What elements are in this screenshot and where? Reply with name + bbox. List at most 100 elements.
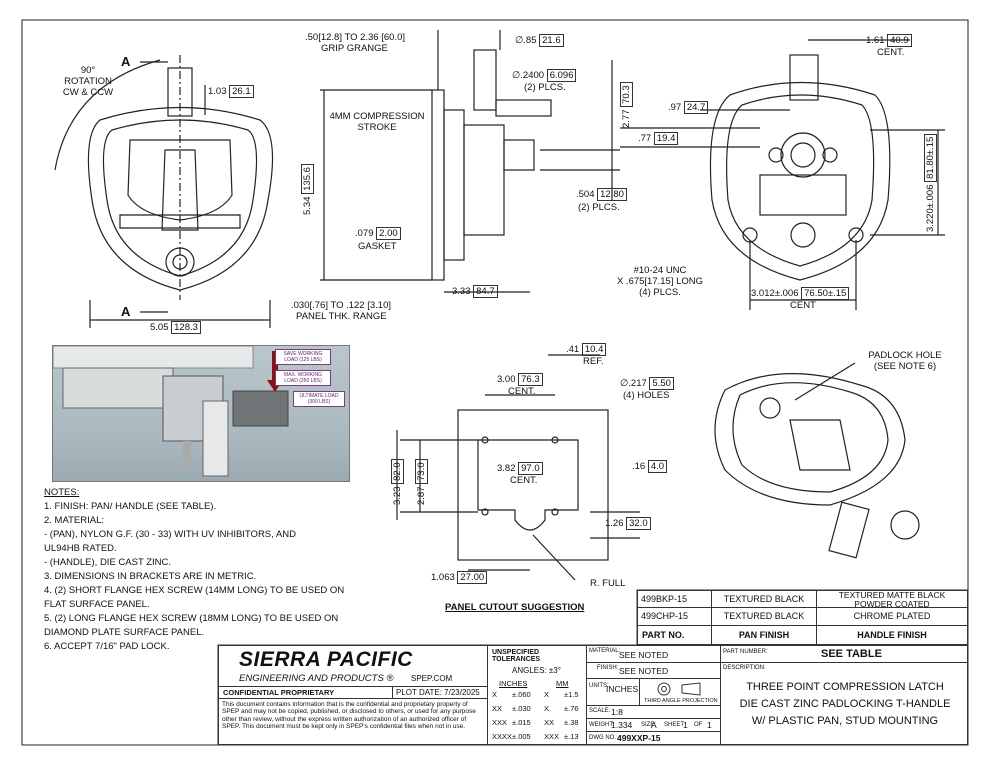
padlock-line: PADLOCK HOLE (868, 350, 942, 361)
tol-row: X (544, 704, 550, 713)
dim-metric: 21.6 (539, 34, 564, 47)
photo-tag: MAX. WORKING LOAD (250 LBS) (275, 370, 331, 386)
company-sub-text: ENGINEERING AND PRODUCTS (239, 673, 384, 684)
padlock-line: (SEE NOTE 6) (873, 361, 937, 372)
tol-row: ±1.5 (564, 690, 579, 699)
dim-metric: 76.50±.15 (801, 287, 850, 300)
dim-77: .77 19.4 (638, 132, 679, 145)
dim-value: .41 (566, 344, 580, 355)
dim-metric: 10.4 (581, 343, 607, 356)
part-number-value: SEE TABLE (821, 648, 882, 660)
dim-metric: 76.3 (518, 373, 543, 386)
thread-note: #10-24 UNC X .675[17.15] LONG (4) PLCS. (610, 265, 710, 298)
weight-label: WEIGHT: (589, 722, 614, 728)
dim-value: ∅.2400 (512, 70, 545, 81)
dim-dia-2400: ∅.2400 6.096 (512, 69, 577, 82)
of-label: OF (694, 722, 703, 728)
dim-value: ∅.217 (620, 378, 647, 389)
dim-value: 5.34 (302, 196, 313, 216)
cutout-view (396, 354, 640, 581)
compression-note: 4MM COMPRESSION STROKE (322, 111, 432, 133)
finish-cell: CHROME PLATED (816, 607, 968, 626)
tol-row: X (492, 690, 497, 699)
r-full-label: R. FULL (590, 578, 626, 589)
description-text: THREE POINT COMPRESSION LATCH DIE CAST Z… (721, 679, 967, 730)
dim-value: 3.220±.006 (925, 184, 936, 232)
projection-symbol-icon (657, 682, 701, 696)
dim-3012: 3.012±.006 76.50±.15 (751, 287, 850, 300)
dim-value: 3.00 (497, 374, 516, 385)
compression-line: STROKE (357, 122, 397, 133)
plcs-label: (2) PLCS. (524, 82, 566, 93)
dim-metric: 2.00 (376, 227, 401, 240)
load-photo-art (53, 346, 289, 477)
description-cell: DESCRIPTION: THREE POINT COMPRESSION LAT… (720, 662, 968, 745)
dim-value: 1.03 (208, 86, 227, 97)
dim-value: 3.23 (392, 486, 403, 506)
tol-title: UNSPECIFIED TOLERANCES (492, 649, 541, 663)
cutout-title: PANEL CUTOUT SUGGESTION (445, 602, 585, 613)
dim-300: 3.00 76.3 (497, 373, 543, 386)
note-line: - (PAN), NYLON G.F. (30 - 33) WITH UV IN… (44, 529, 296, 540)
dim-value: 2.77 (621, 109, 632, 129)
material-label: MATERIAL: (589, 648, 621, 654)
tolerances-cell: UNSPECIFIED TOLERANCES ANGLES: ±3° INCHE… (487, 645, 587, 745)
material-value: SEE NOTED (619, 650, 669, 660)
finish-header: PAN FINISH (711, 625, 817, 645)
dim-metric: 128.3 (171, 321, 201, 334)
units-cell: UNITS: INCHES (586, 678, 640, 706)
finish-table: 499BKP-15 TEXTURED BLACK TEXTURED MATTE … (637, 590, 968, 645)
dim-metric: 70.3 (620, 82, 633, 107)
section-mark-a-top: A (121, 54, 131, 69)
plcs-label-b: (2) PLCS. (578, 202, 620, 213)
note-line: DIAMOND PLATE SURFACE PANEL. (44, 627, 205, 638)
photo-tag: SAVE WORKING LOAD (125 LBS) (275, 349, 331, 365)
dim-323: 3.23 82.0 (391, 459, 404, 506)
compression-line: 4MM COMPRESSION (329, 111, 425, 122)
dim-metric: 40.9 (887, 34, 912, 47)
dim-stud: .504 12.80 (576, 188, 627, 201)
units-label: UNITS: (589, 683, 609, 689)
rotation-note-line: CW & CCW (62, 87, 114, 98)
dim-metric: 26.1 (229, 85, 254, 98)
units-value: INCHES (606, 684, 639, 694)
dim-97: .97 24.7 (668, 101, 709, 114)
finish-cell-tb: FINISH: SEE NOTED (586, 662, 721, 679)
ref-label: REF. (583, 356, 604, 367)
dim-value: ∅.85 (515, 35, 537, 46)
finish-header: HANDLE FINISH (816, 625, 968, 645)
description-label: DESCRIPTION: (723, 665, 766, 671)
tol-row: ±.38 (564, 718, 579, 727)
dim-value: 1.063 (431, 572, 455, 583)
dim-value: .97 (668, 102, 682, 113)
registered-mark: ® (386, 673, 394, 684)
tol-row: ±.13 (564, 732, 579, 741)
rear-view (611, 39, 945, 310)
dim-value: 3.012±.006 (751, 288, 799, 299)
dim-3220: 3.220±.006 81.80±.15 (924, 133, 937, 232)
cent-label-d: CENT. (510, 475, 538, 486)
dim-126: 1.26 32.0 (605, 517, 651, 530)
note-line: 2. MATERIAL: (44, 515, 105, 526)
sheet-value: 1 (683, 720, 688, 730)
tol-mm: MM (556, 679, 569, 688)
finish-cell: 499BKP-15 (637, 590, 712, 608)
side-view (320, 30, 620, 293)
company-cell: SIERRA PACIFIC ENGINEERING AND PRODUCTS … (218, 645, 488, 687)
finish-cell: TEXTURED BLACK (711, 607, 817, 626)
size-value: A (651, 720, 657, 730)
thread-line: X .675[17.15] LONG (616, 276, 704, 287)
notes-header: NOTES: (44, 487, 80, 498)
tol-row: ±.015 (512, 718, 531, 727)
finish-cell: TEXTURED MATTE BLACK POWDER COATED (816, 590, 968, 608)
tol-row: ±.76 (564, 704, 579, 713)
dim-depth: 3.33 84.7 (452, 285, 498, 298)
note-line: 3. DIMENSIONS IN BRACKETS ARE IN METRIC. (44, 571, 257, 582)
thread-line: (4) PLCS. (639, 287, 681, 298)
holes-label: (4) HOLES (623, 390, 670, 401)
projection-label: THIRD ANGLE PROJECTION (644, 698, 718, 704)
dim-hole: ∅.217 5.50 (620, 377, 674, 390)
projection-cell: THIRD ANGLE PROJECTION (639, 678, 721, 706)
website: SPEP.COM (411, 674, 453, 683)
dim-metric: 81.80±.15 (924, 133, 937, 182)
